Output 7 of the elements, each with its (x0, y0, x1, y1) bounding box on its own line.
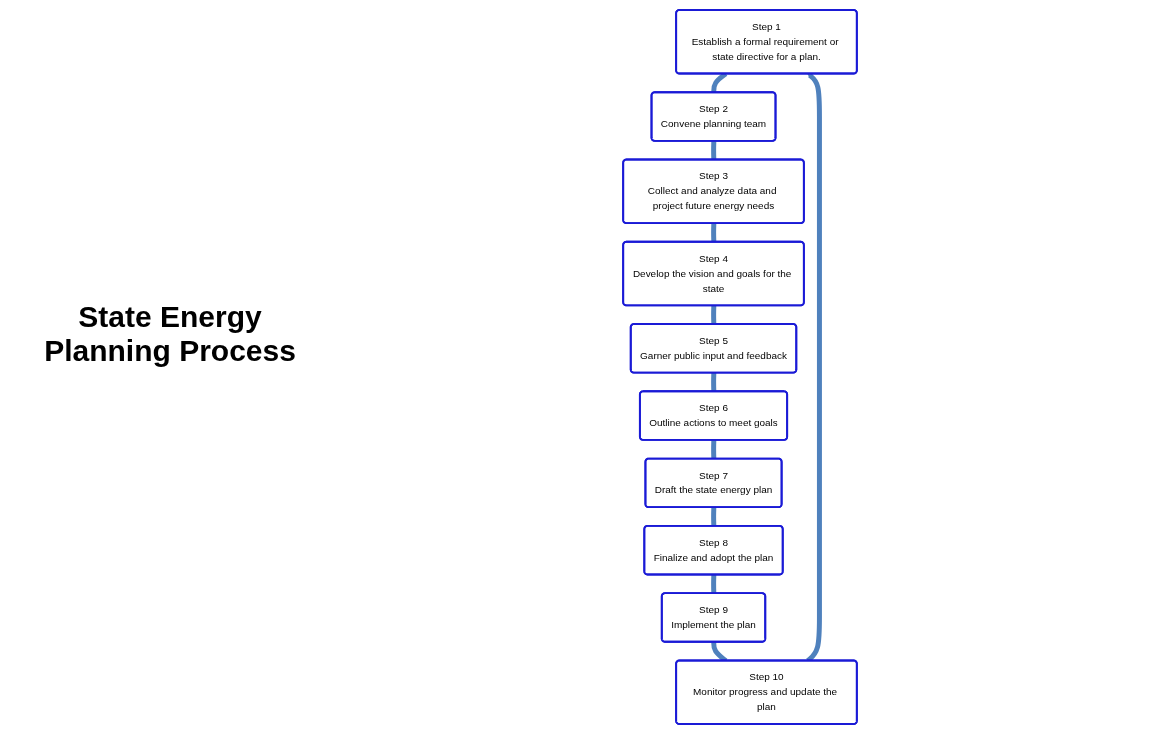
connector (711, 304, 717, 326)
diagram-title: State Energy Planning Process (43, 300, 297, 368)
connector (711, 573, 717, 595)
connector (711, 222, 717, 243)
connector (711, 371, 717, 393)
connector (711, 140, 717, 161)
connector (711, 439, 717, 460)
